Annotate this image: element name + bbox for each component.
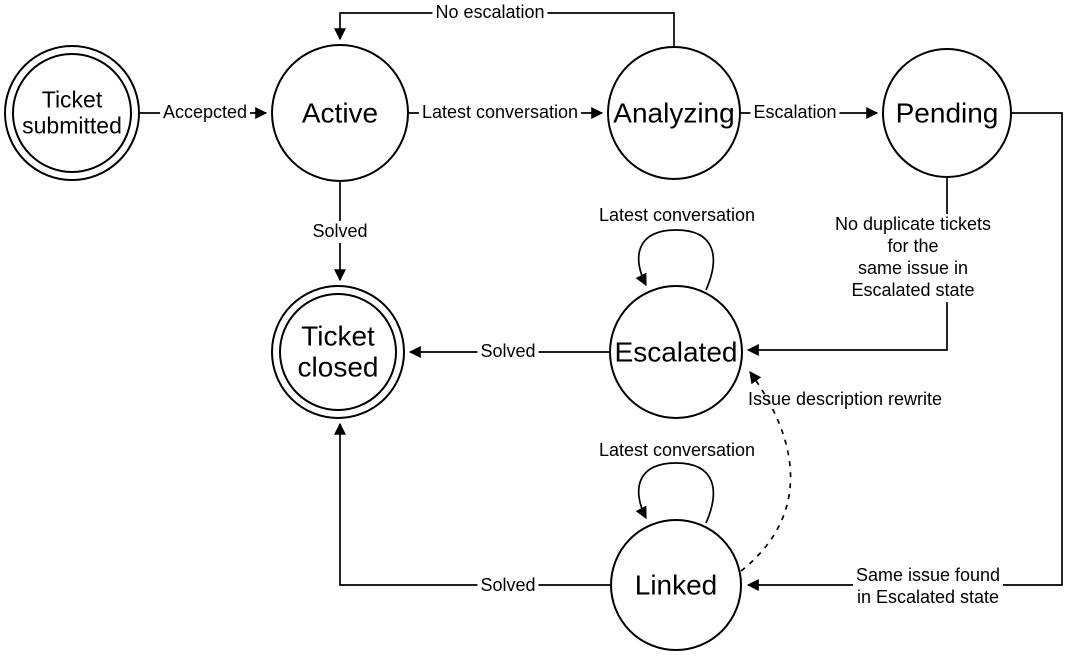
edge-same-issue-found-arrow [746, 112, 1063, 591]
state-active-label: Active [301, 97, 379, 129]
edge-solved-escalated-label: Solved [477, 341, 539, 363]
edge-latest-conversation-active-label: Latest conversation [418, 102, 582, 124]
edge-escalation-label: Escalation [750, 102, 840, 124]
edge-latest-conversation-escalated-loop [635, 229, 715, 291]
edge-issue-description-rewrite-label: Issue description rewrite [747, 389, 943, 410]
state-analyzing-label: Analyzing [613, 97, 735, 129]
edge-no-duplicate-label: No duplicate tickets for the same issue … [829, 214, 997, 302]
state-analyzing-circle [607, 46, 741, 180]
edge-issue-description-rewrite-dashed-arrow [740, 371, 792, 572]
state-active-circle [271, 44, 409, 182]
state-ticket-submitted-label: Ticket submitted [22, 86, 122, 138]
state-escalated-circle [609, 285, 743, 419]
state-ticket-closed-label: Ticket closed [297, 320, 379, 383]
edge-latest-conversation-linked-loop [635, 462, 715, 524]
state-ticket-closed-inner-circle [279, 293, 397, 411]
edge-solved-active-label: Solved [309, 221, 371, 243]
edge-solved-linked-label: Solved [477, 575, 539, 597]
edge-latest-conversation-escalated-label: Latest conversation [598, 205, 756, 226]
edge-accepted-label: Accepcted [159, 102, 251, 124]
state-linked-label: Linked [634, 569, 718, 601]
state-ticket-submitted-inner-circle [12, 53, 132, 173]
state-pending-label: Pending [895, 97, 999, 129]
state-linked-circle [610, 519, 742, 651]
edge-solved-linked-arrow [334, 422, 611, 586]
state-pending-circle [882, 48, 1012, 178]
edge-no-escalation-label: No escalation [432, 2, 548, 24]
state-escalated-label: Escalated [614, 336, 738, 368]
edge-same-issue-found-label: Same issue found in Escalated state [852, 565, 1004, 609]
edge-latest-conversation-linked-label: Latest conversation [598, 440, 756, 461]
